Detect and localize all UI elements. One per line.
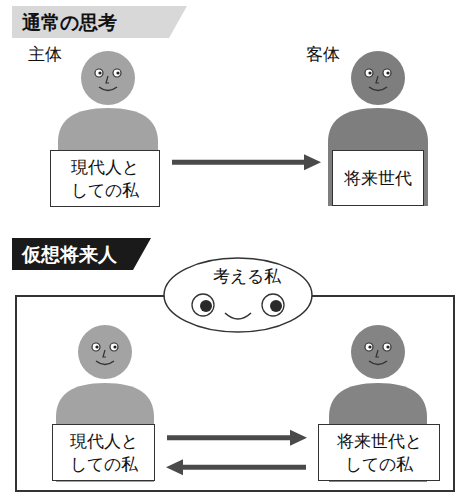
node-text: 考える私 <box>163 257 331 286</box>
node-text: 現代人と しての私 <box>70 430 138 474</box>
person-figure <box>328 51 428 206</box>
pupil <box>270 300 282 312</box>
pupil <box>200 300 212 312</box>
node-text: 将来世代 <box>344 167 412 189</box>
person-box: 現代人と しての私 <box>52 424 155 481</box>
node-text: 現代人と しての私 <box>71 156 139 200</box>
smile <box>225 313 251 319</box>
section-frame: 仮想将来人考える私現代人と しての私将来世代と しての私 <box>15 295 455 492</box>
section-banner: 通常の思考 <box>12 6 187 38</box>
role-label: 主体 <box>28 44 62 64</box>
eye <box>262 294 284 316</box>
person-box: 現代人と しての私 <box>50 150 160 207</box>
person-box: 将来世代と しての私 <box>318 424 440 481</box>
relation-arrow <box>172 160 310 165</box>
section-heading: 通常の思考 <box>12 6 187 38</box>
relation-arrow <box>177 465 306 470</box>
node-text: 将来世代と しての私 <box>337 430 422 474</box>
eye <box>192 294 214 316</box>
thought-bubble: 考える私 <box>163 257 331 337</box>
role-label: 客体 <box>306 44 340 64</box>
person-box: 将来世代 <box>332 150 424 206</box>
section-heading: 仮想将来人 <box>12 238 151 270</box>
relation-arrow <box>167 435 296 440</box>
